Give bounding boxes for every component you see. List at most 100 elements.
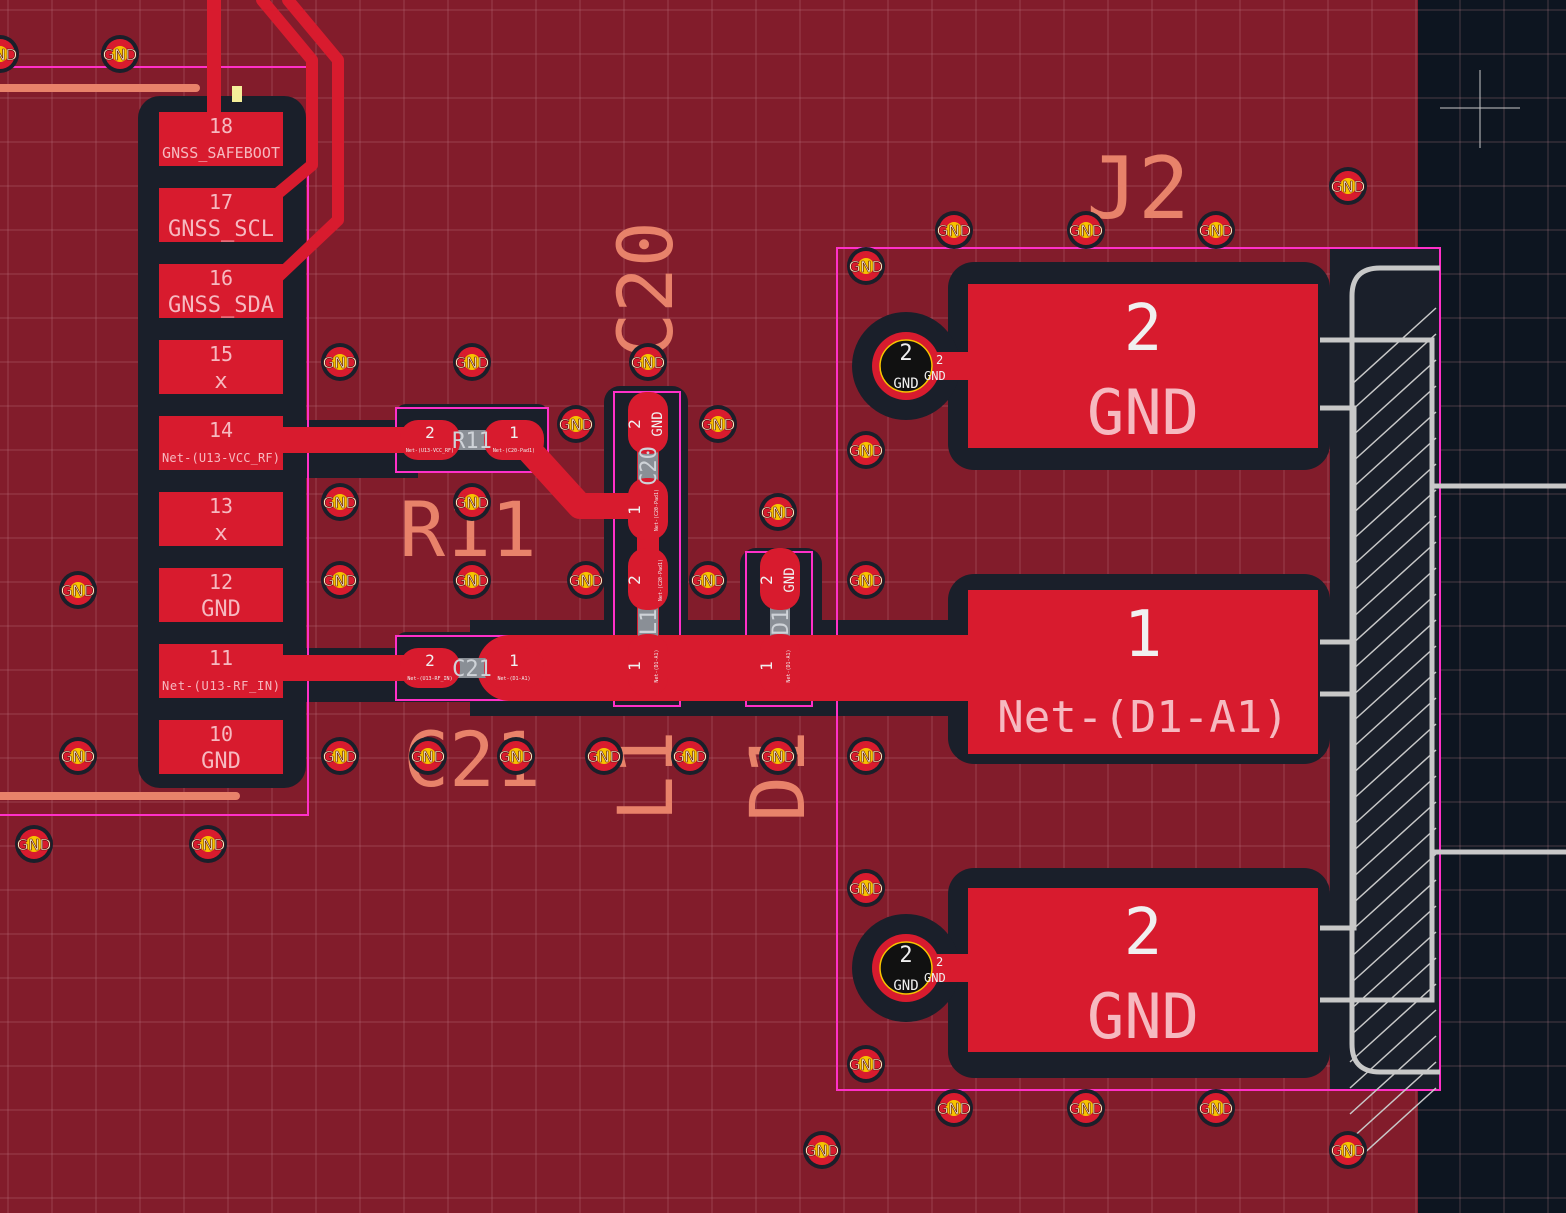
via-drill — [464, 494, 480, 510]
via[interactable]: GND — [585, 737, 623, 775]
component-pad-top[interactable] — [760, 548, 800, 610]
component-pad-number: 2 — [625, 419, 644, 429]
module-pin-pad[interactable] — [159, 188, 283, 242]
via-net-label: GND — [323, 748, 357, 766]
via[interactable]: GND — [935, 211, 973, 249]
via[interactable]: GND — [1197, 1089, 1235, 1127]
via[interactable]: GND — [189, 825, 227, 863]
via[interactable]: GND — [1329, 1131, 1367, 1169]
connector-pad[interactable] — [968, 590, 1318, 754]
module-pin-pad[interactable] — [159, 492, 283, 546]
via[interactable]: GND — [629, 343, 667, 381]
via-net-label: GND — [691, 572, 725, 590]
via[interactable]: GND — [15, 825, 53, 863]
via[interactable]: GND — [759, 737, 797, 775]
via[interactable]: GND — [453, 343, 491, 381]
module-pin-pad[interactable] — [159, 264, 283, 318]
via[interactable]: GND — [453, 483, 491, 521]
via[interactable]: GND — [759, 493, 797, 531]
via[interactable]: GND — [409, 737, 447, 775]
via[interactable]: GND — [59, 571, 97, 609]
connector-pad[interactable] — [968, 284, 1318, 448]
via[interactable]: GND — [557, 405, 595, 443]
component-pad-left[interactable] — [400, 420, 460, 460]
component-pad-top[interactable] — [628, 392, 668, 454]
via[interactable]: GND — [847, 1045, 885, 1083]
module-pin-pad[interactable] — [159, 340, 283, 394]
component-pad-bottom[interactable] — [628, 634, 668, 696]
connector-pad[interactable] — [968, 888, 1318, 1052]
via-net-label: GND — [701, 416, 735, 434]
via[interactable]: GND — [59, 737, 97, 775]
connector-pad-number: 1 — [1124, 598, 1163, 672]
via[interactable]: GND — [847, 737, 885, 775]
pin1-marker — [232, 86, 242, 102]
component-pad-number: 1 — [509, 651, 519, 670]
via[interactable]: GND — [567, 561, 605, 599]
component-pad-right[interactable] — [484, 648, 544, 688]
module-pin-pad[interactable] — [159, 416, 283, 470]
via-net-label: GND — [103, 46, 137, 64]
via[interactable]: GND — [453, 561, 491, 599]
module-pin-pad[interactable] — [159, 112, 283, 166]
via-net-label: GND — [1069, 222, 1103, 240]
via[interactable]: GND — [321, 561, 359, 599]
via[interactable]: GND — [847, 561, 885, 599]
via-net-label: GND — [1069, 1100, 1103, 1118]
via-net-label: GND — [761, 748, 795, 766]
via[interactable]: GND — [803, 1131, 841, 1169]
via[interactable]: GND — [101, 35, 139, 73]
component-pad-bottom[interactable] — [760, 634, 800, 696]
component-pad-number: 1 — [625, 505, 644, 515]
via[interactable]: GND — [497, 737, 535, 775]
via[interactable]: GND — [1329, 167, 1367, 205]
module-pin-pad[interactable] — [159, 644, 283, 698]
via-drill — [946, 222, 962, 238]
module-pin-15[interactable]: 15x — [159, 340, 283, 394]
via[interactable]: GND — [689, 561, 727, 599]
via[interactable]: GND — [847, 247, 885, 285]
module-pin-pad[interactable] — [159, 720, 283, 774]
via-net-label: GND — [411, 748, 445, 766]
module-pin-13[interactable]: 13x — [159, 492, 283, 546]
module-pin-pad[interactable] — [159, 568, 283, 622]
via-drill — [508, 748, 524, 764]
svg-text:2: 2 — [936, 353, 943, 367]
component-pad-top[interactable] — [628, 548, 668, 610]
component-pad-number: 1 — [757, 661, 776, 671]
component-pad-bottom[interactable] — [628, 478, 668, 540]
via[interactable]: GND — [321, 343, 359, 381]
via[interactable]: GND — [847, 869, 885, 907]
via[interactable]: GND — [1197, 211, 1235, 249]
via[interactable]: GND — [321, 483, 359, 521]
via[interactable]: GND — [671, 737, 709, 775]
via[interactable]: GND — [1067, 1089, 1105, 1127]
via-drill — [112, 46, 128, 62]
component-pad-left[interactable] — [400, 648, 460, 688]
component-pad-right[interactable] — [484, 420, 544, 460]
via[interactable]: GND — [0, 35, 19, 73]
via[interactable]: GND — [935, 1089, 973, 1127]
via[interactable]: GND — [1067, 211, 1105, 249]
via[interactable]: GND — [321, 737, 359, 775]
via[interactable]: GND — [699, 405, 737, 443]
via[interactable]: GND — [847, 431, 885, 469]
